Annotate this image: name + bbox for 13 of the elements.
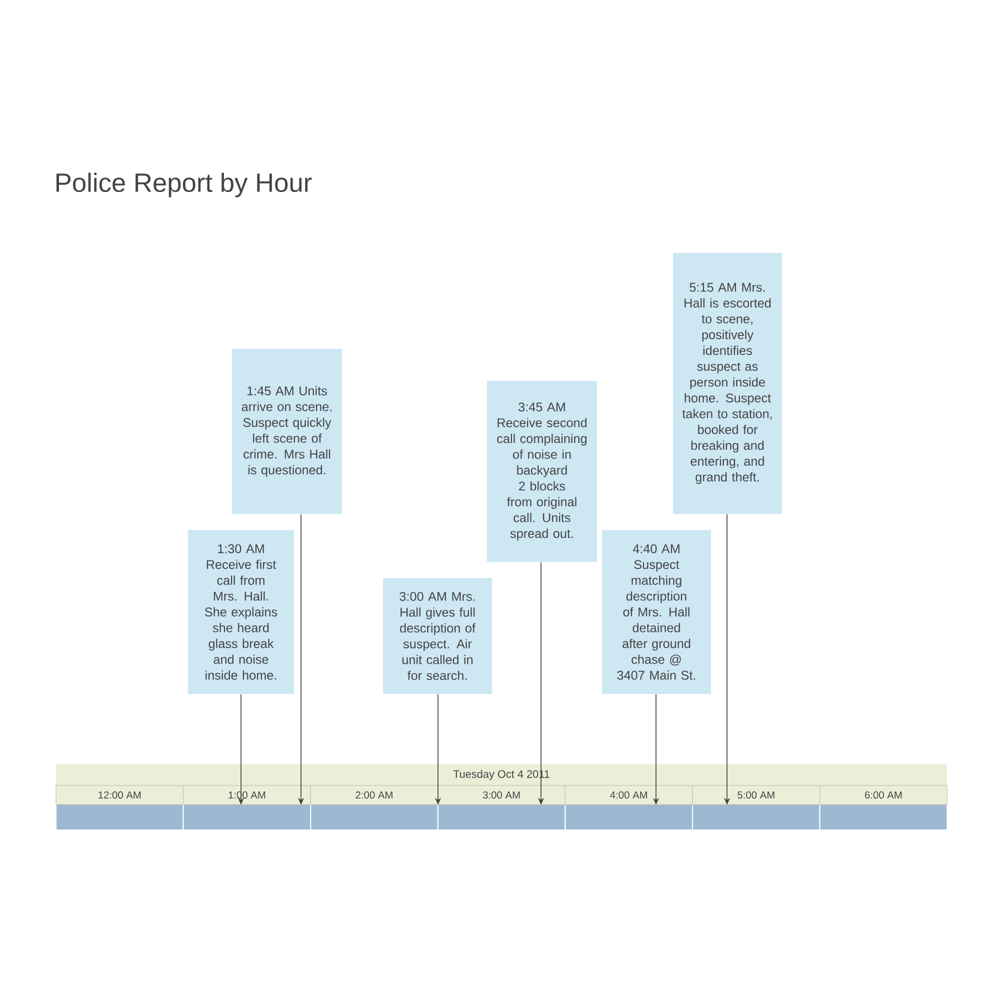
hour-cell: 6:00 AM xyxy=(819,785,948,805)
hour-cell: 2:00 AM xyxy=(310,785,438,805)
hour-cell: 5:00 AM xyxy=(692,785,820,805)
event-box: 4:40 AM Suspect matching description of Mrs. Hall detained after ground chase @ 3407 Main St. xyxy=(602,530,711,694)
hour-cell: 3:00 AM xyxy=(438,785,566,805)
hour-cell: 4:00 AM xyxy=(564,785,693,805)
title: Police Report by Hour xyxy=(56,172,312,198)
event-box: 1:30 AM Receive first call from Mrs. Hall. She explains she heard glass break and noise inside home. xyxy=(188,530,294,694)
hour-cell: 12:00 AM xyxy=(56,785,184,805)
event-box: 1:45 AM Units arrive on scene. Suspect quickly left scene of crime. Mrs Hall is questioned. xyxy=(232,349,342,514)
event-box: 3:00 AM Mrs. Hall gives full description of suspect. Air unit called in for search. xyxy=(383,578,492,694)
event-box: 3:45 AM Receive second call complaining of noise in backyard 2 blocks from original call. Units spread out. xyxy=(487,381,597,562)
event-box: 5:15 AM Mrs. Hall is escorted to scene, positively identifies suspect as person inside home. Suspect taken to station, booked for breaking and entering, and grand theft. xyxy=(673,253,782,514)
